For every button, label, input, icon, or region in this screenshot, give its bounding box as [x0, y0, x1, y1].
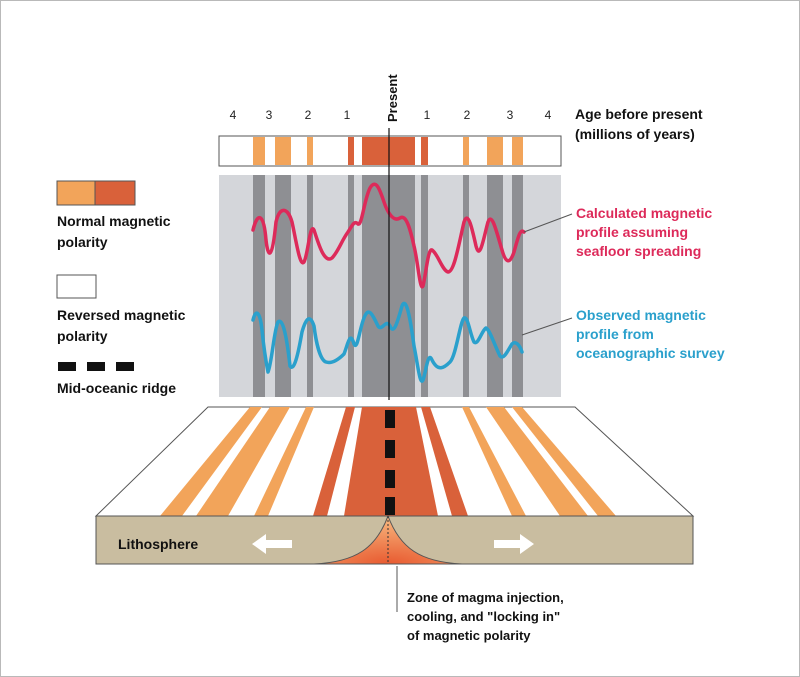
age-tick-left-3: 3 [266, 108, 273, 122]
legend-ridge-label: Mid-oceanic ridge [57, 380, 176, 396]
age-tick-right-2: 2 [464, 108, 471, 122]
seafloor-central-stripe [344, 407, 438, 516]
observed-magnetic-profile-curve [251, 301, 524, 383]
seafloor-block: Lithosphere [94, 406, 695, 565]
legend-normal-swatch-dark [94, 180, 136, 206]
present-label: Present [385, 74, 400, 122]
zone-label-line3: of magnetic polarity [407, 628, 531, 643]
age-tick-right-4: 4 [545, 108, 552, 122]
seafloor-stripe [421, 407, 468, 516]
seafloor-stripe [512, 407, 616, 516]
observed-pointer-line [521, 317, 573, 336]
age-title-line1: Age before present [575, 106, 703, 122]
mid-oceanic-ridge-dashes [385, 410, 395, 515]
magnetic-profile-panel [219, 175, 573, 397]
profile-band [348, 175, 354, 397]
age-tick-labels: 4 3 2 1 1 2 3 4 [230, 108, 552, 122]
observed-label-line2: profile from [576, 326, 654, 342]
legend-reversed-line2: polarity [57, 328, 108, 344]
legend-reversed-swatch [56, 274, 97, 299]
left-spreading-arrow [252, 534, 292, 554]
right-spreading-arrow [494, 534, 534, 554]
profile-band [463, 175, 469, 397]
seafloor-stripe [196, 407, 290, 516]
legend: Normal magnetic polarity Reversed magnet… [56, 180, 186, 396]
seafloor-stripe [462, 407, 526, 516]
legend-ridge-dashes [58, 362, 134, 371]
strip-band [487, 137, 503, 165]
profile-band [487, 175, 503, 397]
age-tick-right-3: 3 [507, 108, 514, 122]
calculated-label-line1: Calculated magnetic [576, 205, 712, 221]
age-tick-left-4: 4 [230, 108, 237, 122]
strip-band [348, 137, 354, 165]
age-tick-left-2: 2 [305, 108, 312, 122]
strip-band [512, 137, 523, 165]
legend-normal-swatch-light [56, 180, 96, 206]
profile-band [512, 175, 523, 397]
seafloor-stripe [486, 407, 588, 516]
polarity-strip [218, 135, 562, 167]
profile-band [253, 175, 265, 397]
strip-band [307, 137, 313, 165]
strip-band [253, 137, 265, 165]
calculated-label-line3: seafloor spreading [576, 243, 701, 259]
calculated-magnetic-profile-curve [251, 182, 526, 289]
legend-normal-line2: polarity [57, 234, 108, 250]
seafloor-stripe [160, 407, 262, 516]
calculated-pointer-line [523, 213, 573, 233]
profile-band [307, 175, 313, 397]
age-tick-left-1: 1 [344, 108, 351, 122]
calculated-label-line2: profile assuming [576, 224, 688, 240]
legend-normal-line1: Normal magnetic [57, 213, 171, 229]
observed-label-line3: oceanographic survey [576, 345, 725, 361]
seafloor-stripe [254, 407, 314, 516]
observed-label-line1: Observed magnetic [576, 307, 706, 323]
zone-label-line2: cooling, and "locking in" [407, 609, 560, 624]
strip-band [275, 137, 291, 165]
strip-band [421, 137, 428, 165]
strip-band [463, 137, 469, 165]
age-tick-right-1: 1 [424, 108, 431, 122]
legend-reversed-line1: Reversed magnetic [57, 307, 186, 323]
zone-label-line1: Zone of magma injection, [407, 590, 564, 605]
age-title-line2: (millions of years) [575, 126, 695, 142]
seafloor-stripe [313, 407, 355, 516]
lithosphere-label: Lithosphere [118, 536, 198, 552]
